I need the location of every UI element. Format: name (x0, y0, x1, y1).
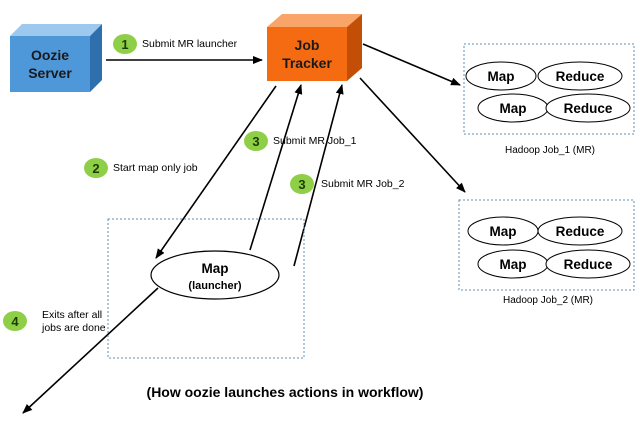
arrow-to-job1 (362, 43, 461, 86)
launcher-map-label: Map (202, 261, 229, 276)
job1-reduce-top-label: Reduce (556, 69, 605, 84)
job1-map-top-label: Map (488, 69, 515, 84)
job-tracker-line2: Tracker (282, 55, 332, 71)
step-3a-number: 3 (252, 134, 259, 149)
arrow-submit-job1 (249, 84, 303, 251)
step-4-badge (3, 311, 27, 331)
tracker-box-front (267, 27, 347, 81)
oozie-server-box: Oozie Server (10, 24, 102, 92)
oozie-box-side (90, 24, 102, 92)
job-tracker-box: Job Tracker (267, 14, 362, 81)
tracker-box-top (267, 14, 362, 27)
job2-map-bottom-label: Map (500, 257, 527, 272)
step-3b-label: Submit MR Job_2 (321, 178, 405, 190)
job1-map-top (465, 61, 537, 91)
arrow-start-map-job (155, 85, 277, 259)
step-1-label: Submit MR launcher (142, 38, 238, 50)
launcher-boundary (107, 218, 305, 359)
job2-map-top-label: Map (490, 224, 517, 239)
arrow-exit (22, 287, 159, 414)
launcher-cluster: Map (launcher) (107, 218, 305, 359)
launcher-map-node (150, 250, 280, 300)
job1-map-bottom-label: Map (500, 101, 527, 116)
job2-caption: Hadoop Job_2 (MR) (503, 295, 593, 306)
step-3-job1: 3 Submit MR Job_1 (244, 131, 357, 151)
oozie-box-top (10, 24, 102, 36)
step-2-label: Start map only job (113, 162, 198, 174)
job1-caption: Hadoop Job_1 (MR) (505, 145, 595, 156)
launcher-sub-label: (launcher) (188, 280, 242, 292)
step-2-number: 2 (92, 161, 99, 176)
job2-boundary (458, 199, 635, 291)
diagram-title: (How oozie launches actions in workflow) (147, 384, 424, 400)
job2-reduce-bottom-label: Reduce (564, 257, 613, 272)
job2-reduce-top (537, 216, 623, 246)
arrow-to-job2 (359, 77, 466, 193)
step-3a-badge (244, 131, 268, 151)
job2-reduce-bottom (545, 249, 631, 279)
oozie-server-line1: Oozie (31, 47, 69, 63)
step-4: 4 Exits after all jobs are done (3, 309, 106, 334)
step-1: 1 Submit MR launcher (113, 34, 238, 54)
job1-boundary (463, 43, 635, 135)
hadoop-job2-cluster: Map Reduce Map Reduce Hadoop Job_2 (MR) (458, 199, 635, 306)
oozie-server-line2: Server (28, 65, 72, 81)
hadoop-job1-cluster: Map Reduce Map Reduce Hadoop Job_1 (MR) (463, 43, 635, 156)
arrow-submit-job2 (293, 84, 344, 267)
job-tracker-line1: Job (295, 37, 320, 53)
step-3b-badge (290, 174, 314, 194)
step-3b-number: 3 (298, 177, 305, 192)
step-2: 2 Start map only job (84, 158, 198, 178)
job1-reduce-bottom (545, 93, 631, 123)
tracker-box-side (347, 14, 362, 81)
step-4-label-line2: jobs are done (41, 322, 106, 334)
job2-reduce-top-label: Reduce (556, 224, 605, 239)
step-4-number: 4 (11, 314, 19, 329)
job1-reduce-top (537, 61, 623, 91)
oozie-box-front (10, 36, 90, 92)
job1-reduce-bottom-label: Reduce (564, 101, 613, 116)
step-3-job2: 3 Submit MR Job_2 (290, 174, 405, 194)
step-1-number: 1 (121, 37, 128, 52)
step-1-badge (113, 34, 137, 54)
step-2-badge (84, 158, 108, 178)
step-3a-label: Submit MR Job_1 (273, 135, 357, 147)
step-4-label-line1: Exits after all (42, 309, 102, 321)
